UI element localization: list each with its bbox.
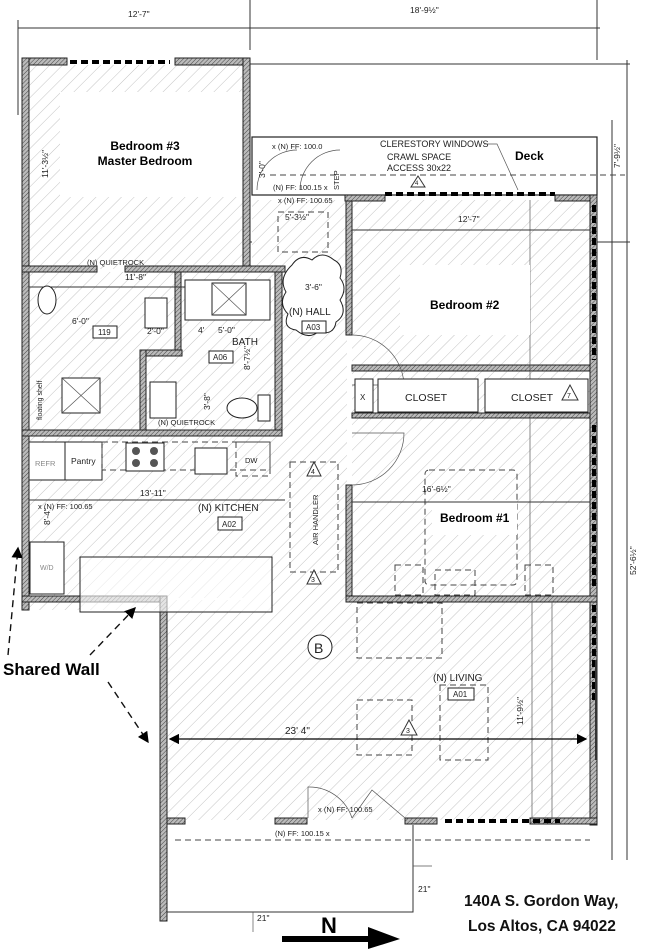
address-line-2: Los Altos, CA 94022 [468,918,616,935]
ff-hall: x (N) FF: 100.65 [278,196,333,205]
grid-bubble-b: B [314,640,323,656]
dimension-bath-length: 8'-7½" [242,346,252,370]
ff-porch: (N) FF: 100.15 x [275,829,330,838]
porch: 21" 21" [167,825,590,932]
air-handler-label: AIR HANDLER [311,494,320,545]
kitchen: REFR Pantry DW 13'-11" x (N) FF: 100.65 … [28,441,285,613]
shared-wall-annotation: Shared Wall [3,546,149,744]
address-block: 140A S. Gordon Way, Los Altos, CA 94022 [464,893,618,935]
ff-step: (N) FF: 100.15 x [273,183,328,192]
bath-tag: A06 [213,353,228,362]
clerestory-note: CLERESTORY WINDOWS [380,139,489,149]
bedroom-2-label: Bedroom #2 [430,298,500,312]
dimension-kitchen-width: 13'-11" [140,488,166,498]
dimension-bath1-vanity: 2'-0" [147,326,164,336]
dimension-hall-width: 5'-3½" [285,212,309,222]
crawl-space-note: CRAWL SPACE [387,152,451,162]
dimension-shower-b: 5'-0" [218,325,235,335]
north-label: N [321,913,337,938]
wd-label: W/D [40,565,54,572]
bedrooms-east: Bedroom #2 12'-7" X CLOSET CLOSET 7 16'-… [352,200,590,598]
dimension-living-width: 23' 4" [285,726,310,737]
triangle-4: 4 [311,469,315,476]
deck-label: Deck [515,149,544,163]
floating-shelf-note: floating shelf [37,381,44,420]
dimension-bath1-width: 6'-0" [72,316,89,326]
closet-2-label: CLOSET [511,392,554,404]
deck: Deck CLERESTORY WINDOWS CRAWL SPACE ACCE… [251,136,625,205]
bath-label: BATH [232,337,258,348]
dimension-kitchen-depth: 8'-4" [42,508,52,525]
dimension-bedroom3-depth: 11'-3½" [40,150,50,178]
dimension-bedroom2-width: 12'-7" [458,214,480,224]
dimension-shower-a: 4' [198,325,205,335]
pantry-label: Pantry [71,456,96,466]
living: B (N) LIVING A01 3 11'-9½" 23' 4" x (N) … [168,602,588,838]
hall-label: (N) HALL [289,307,331,318]
quietrock-note-1: (N) QUIETROCK [87,258,144,267]
triangle-7: 7 [567,393,571,400]
ff-living: x (N) FF: 100.65 [318,805,373,814]
arrow-right-icon [368,927,400,949]
triangle-3-hall: 3 [311,577,315,584]
dimension-porch-a: 21" [418,884,430,894]
living-tag: A01 [453,690,468,699]
ff-kitchen: x (N) FF: 100.65 [38,502,93,511]
dimension-overall-length: 52'-6½" [628,546,638,575]
crawl-space-access-note: ACCESS 30x22 [387,163,451,173]
shared-wall-label: Shared Wall [3,660,100,679]
quietrock-note-2: (N) QUIETROCK [158,418,215,427]
dimension-hall-depth: 3'-6" [305,282,322,292]
dimension-top-right: 18'-9½" [410,5,439,15]
bedroom-1-label: Bedroom #1 [440,511,510,525]
closet-1-label: CLOSET [405,392,448,404]
dimension-living-depth: 11'-9½" [515,697,525,725]
bathrooms: (N) QUIETROCK 6'-0" 119 2'-0" 4' 5'-0" B… [37,258,271,427]
windows [70,60,597,823]
dw-label: DW [245,456,258,465]
bedroom-3-sublabel: Master Bedroom [98,154,193,168]
ff-deck: x (N) FF: 100.0 [272,142,322,151]
dimension-bath-depth: 3'-8" [202,393,212,410]
kitchen-tag: A02 [222,520,237,529]
closet-x-label: X [360,393,366,402]
bedroom-3-label: Bedroom #3 [110,139,180,153]
dimension-bedroom3-width: 11'-8" [125,272,146,282]
triangle-3-living: 3 [406,728,410,735]
dimension-deck-door: 3'-0" [257,161,267,178]
dimension-porch-b: 21" [257,913,269,923]
step-note: STEP [332,170,341,190]
bedroom-3: Bedroom #3 Master Bedroom 11'-8" 11'-3½" [29,92,243,288]
living-label: (N) LIVING [433,673,483,684]
address-line-1: 140A S. Gordon Way, [464,893,618,910]
walls [21,57,598,922]
dimension-top-left: 12'-7" [128,9,150,19]
dimension-deck-depth: 7'-9½" [612,144,622,168]
dimension-bedroom1-width: 16'-6½" [422,484,451,494]
kitchen-label: (N) KITCHEN [198,503,259,514]
refr-label: REFR [35,459,56,468]
bath1-tag: 119 [98,328,111,337]
triangle-4-deck: 4 [415,181,419,187]
north-arrow: N [282,913,400,949]
hall-tag: A03 [306,323,321,332]
